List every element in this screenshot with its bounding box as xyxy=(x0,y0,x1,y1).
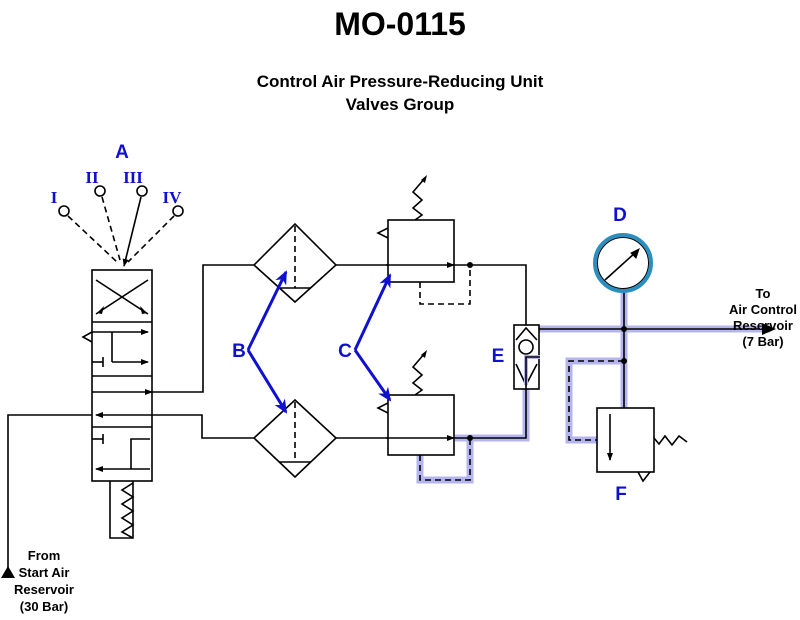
position-label-I: I xyxy=(51,188,58,207)
selector-A xyxy=(58,185,184,267)
outlet-arrow-icon xyxy=(762,323,776,335)
label-F: F xyxy=(615,484,627,505)
label-E: E xyxy=(492,346,505,367)
position-label-IV: IV xyxy=(163,188,183,207)
reducing-valve-upper xyxy=(376,175,455,283)
inlet-label: From Start Air Reservoir (30 Bar) xyxy=(14,548,74,614)
shuttle-valve-E xyxy=(513,324,540,390)
label-C: C xyxy=(338,341,352,362)
diagram-subtitle-line2: Valves Group xyxy=(345,95,455,114)
directional-valve xyxy=(81,269,153,539)
label-A: A xyxy=(115,142,129,163)
svg-text:Start Air: Start Air xyxy=(19,565,70,580)
position-I-dot[interactable] xyxy=(58,205,70,217)
outlet-label: To Air Control Reservoir (7 Bar) xyxy=(729,286,797,349)
relief-valve-F xyxy=(596,407,688,483)
diagram-title: MO-0115 xyxy=(334,6,466,42)
label-B: B xyxy=(232,341,246,362)
reducing-valve-lower xyxy=(376,350,455,456)
filter-upper xyxy=(252,222,338,304)
position-label-II: II xyxy=(85,168,99,187)
low-pressure-highlight xyxy=(416,290,770,484)
svg-text:To: To xyxy=(756,286,771,301)
diagram-subtitle-line1: Control Air Pressure-Reducing Unit xyxy=(256,72,544,91)
svg-text:(30 Bar): (30 Bar) xyxy=(20,599,68,614)
position-II-dot[interactable] xyxy=(94,185,106,197)
spring-icon xyxy=(120,482,135,539)
svg-text:From: From xyxy=(28,548,61,563)
svg-text:Air Control: Air Control xyxy=(729,302,797,317)
svg-text:Reservoir: Reservoir xyxy=(733,318,793,333)
piping xyxy=(1,262,776,578)
svg-text:Reservoir: Reservoir xyxy=(14,582,74,597)
position-III-dot[interactable] xyxy=(136,185,148,197)
position-label-III: III xyxy=(123,168,143,187)
pressure-gauge-D xyxy=(593,233,653,293)
inlet-arrow-icon xyxy=(1,566,15,578)
label-arrows xyxy=(246,270,392,414)
position-IV-dot[interactable] xyxy=(172,205,184,217)
filter-lower xyxy=(252,398,338,479)
svg-text:(7 Bar): (7 Bar) xyxy=(742,334,783,349)
label-D: D xyxy=(613,205,627,226)
